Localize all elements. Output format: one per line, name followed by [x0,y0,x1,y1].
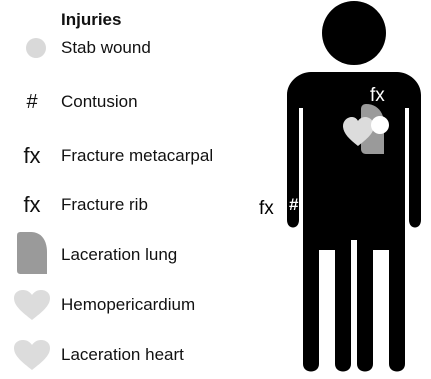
fracture-rib-icon: fx [10,185,54,225]
fracture-metacarpal-symbol: fx [23,146,40,166]
contusion-marker: # [289,195,299,214]
contusion-symbol: # [26,92,37,112]
fracture-metacarpal-icon: fx [10,136,54,176]
stab-wound-marker [371,116,389,134]
legend-item-laceration-heart: Laceration heart [0,335,280,375]
legend-label-fracture-rib: Fracture rib [61,195,148,215]
fracture-rib-symbol: fx [23,195,40,215]
legend-item-contusion: # Contusion [0,82,280,122]
fracture-metacarpal-marker: fx [259,198,274,219]
legend-item-fracture-rib: fx Fracture rib [0,185,280,225]
legend-label-stab-wound: Stab wound [61,38,151,58]
heart-icon [10,285,54,325]
legend-label-laceration-heart: Laceration heart [61,345,184,365]
legend-item-hemopericardium: Hemopericardium [0,285,280,325]
fracture-rib-marker: fx [370,85,385,106]
legend-label-contusion: Contusion [61,92,138,112]
legend-title: Injuries [61,10,121,30]
stab-wound-icon [14,28,58,68]
body-figure: fx fx # [255,0,431,379]
head-shape [322,1,386,65]
right-leg-shape [357,235,405,372]
legend-label-fracture-metacarpal: Fracture metacarpal [61,146,213,166]
contusion-icon: # [10,82,54,122]
legend-item-laceration-lung: Laceration lung [0,233,280,273]
torso-shape [287,72,421,240]
legend-label-laceration-lung: Laceration lung [61,245,177,265]
legend-item-fracture-metacarpal: fx Fracture metacarpal [0,136,280,176]
legend-item-stab-wound: Stab wound [0,28,280,68]
left-leg-shape [303,235,351,372]
legend-label-hemopericardium: Hemopericardium [61,295,195,315]
heart-icon [10,335,54,375]
lung-icon [10,233,54,273]
